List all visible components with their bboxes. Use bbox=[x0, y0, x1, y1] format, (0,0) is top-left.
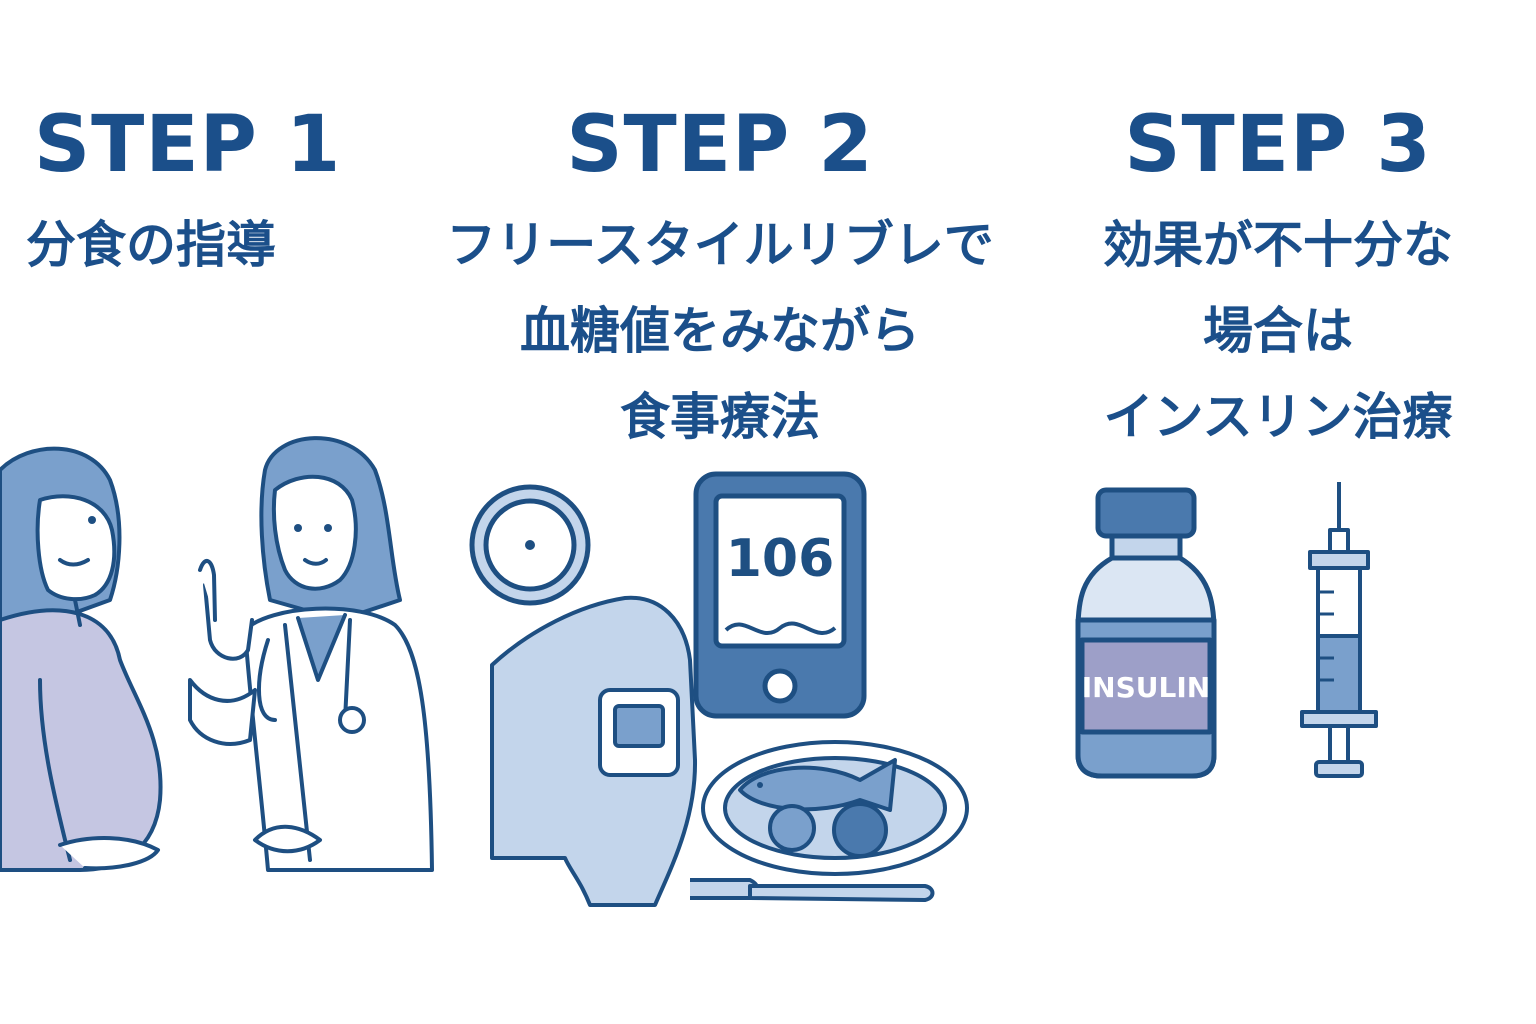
glucose-monitoring-illustration: 106 bbox=[469, 471, 969, 907]
meal-plate-icon bbox=[701, 740, 969, 876]
glucose-reading: 106 bbox=[726, 529, 835, 589]
step-2-panel: STEP 2 フリースタイルリブレで 血糖値をみながら 食事療法 106 bbox=[440, 0, 1000, 1024]
step-1-panel: STEP 1 分食の指導 bbox=[0, 0, 470, 1024]
step-1-description: 分食の指導 bbox=[26, 202, 470, 288]
glucose-reader-icon bbox=[693, 471, 867, 719]
step-3-label: STEP 3 bbox=[1124, 100, 1432, 190]
step-3-line-3: インスリン治療 bbox=[1103, 388, 1453, 446]
step-2-line-1: フリースタイルリブレで bbox=[446, 216, 994, 274]
insulin-illustration: INSULIN bbox=[1075, 482, 1378, 779]
sensor-magnifier-icon bbox=[469, 484, 591, 606]
step-2-description: フリースタイルリブレで 血糖値をみながら 食事療法 bbox=[440, 202, 1000, 460]
step-1-line-1: 分食の指導 bbox=[26, 216, 276, 274]
step-1-label: STEP 1 bbox=[34, 100, 342, 190]
step-2-line-2: 血糖値をみながら bbox=[520, 302, 920, 360]
syringe-icon bbox=[1300, 482, 1378, 778]
vial-label: INSULIN bbox=[1082, 671, 1210, 704]
pregnant-woman-icon bbox=[0, 446, 163, 872]
step-3-description: 効果が不十分な 場合は インスリン治療 bbox=[1020, 202, 1536, 460]
step-2-line-3: 食事療法 bbox=[620, 388, 820, 446]
upper-arm-icon bbox=[490, 595, 698, 907]
fork-icon bbox=[690, 878, 935, 902]
step-3-line-1: 効果が不十分な bbox=[1103, 216, 1453, 274]
step-3-panel: STEP 3 効果が不十分な 場合は インスリン治療 INSULIN bbox=[1020, 0, 1536, 1024]
consultation-illustration bbox=[0, 436, 434, 872]
insulin-vial-icon bbox=[1075, 487, 1217, 779]
step-2-label: STEP 2 bbox=[566, 100, 874, 190]
step-3-line-2: 場合は bbox=[1203, 302, 1353, 360]
doctor-icon bbox=[188, 436, 434, 872]
